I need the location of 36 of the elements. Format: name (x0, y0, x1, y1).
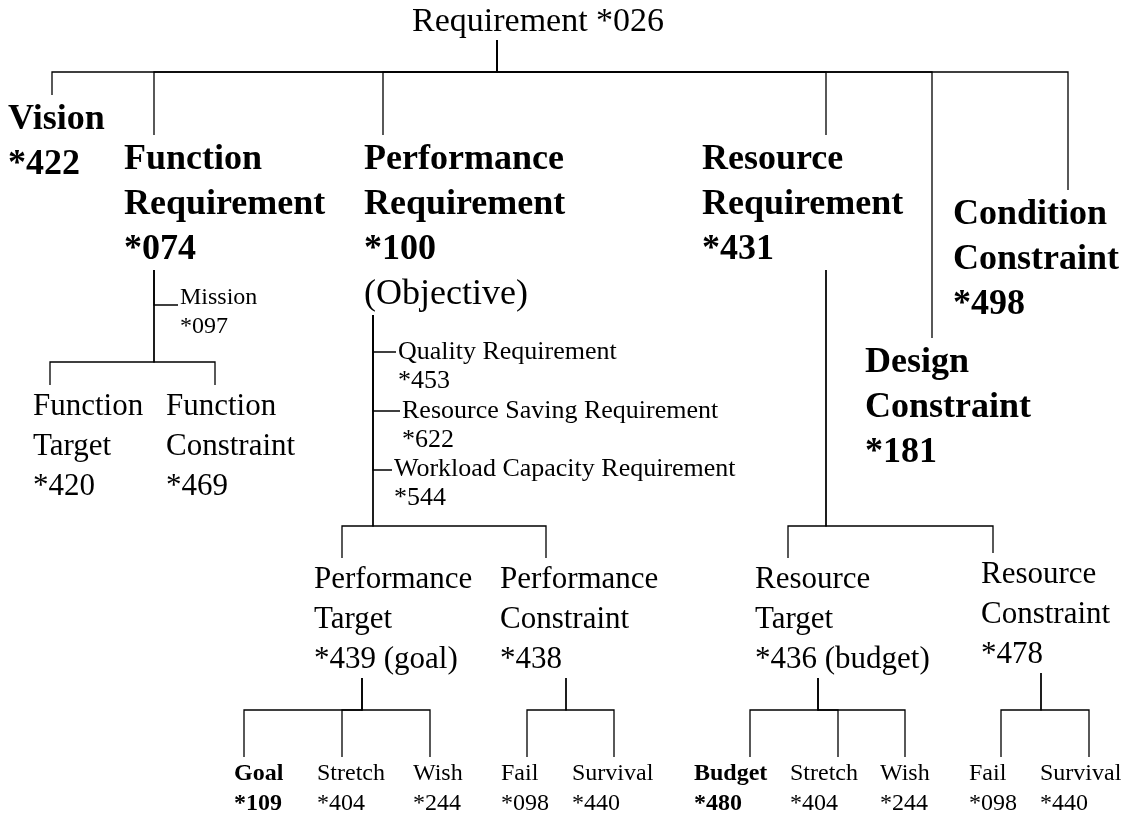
node-label: Resource Requirement *431 (702, 136, 904, 269)
node-label: Design Constraint *181 (865, 339, 1031, 472)
node-note: (Objective) (364, 271, 528, 314)
node-label: Quality Requirement *453 (398, 336, 617, 394)
connector-line (153, 269, 216, 386)
node-label: Function Constraint *469 (166, 386, 296, 504)
node-label: Resource Constraint *478 (981, 554, 1111, 672)
node-label: Fail *098 (969, 758, 1017, 817)
node-label: Function Target *420 (33, 386, 144, 504)
connector-line (565, 677, 615, 758)
connector-line (1040, 672, 1090, 758)
node-label: Resource Saving Requirement *622 (402, 395, 719, 453)
connector-line (496, 39, 1069, 191)
node-label: Performance Constraint *438 (500, 559, 659, 677)
node-label: Function Requirement *074 (124, 136, 326, 269)
node-label: Performance Requirement *100 (364, 136, 566, 269)
node-label: Wish *244 (880, 758, 930, 817)
connector-line (372, 314, 547, 559)
node-label: Mission *097 (180, 282, 258, 340)
connector-line (817, 677, 906, 758)
node-label: Fail *098 (501, 758, 549, 817)
node-label: Goal *109 (234, 758, 284, 817)
node-label: Survival *440 (572, 758, 654, 817)
node-label: Resource Target *436 (budget) (755, 559, 930, 677)
node-label: Budget *480 (694, 758, 768, 817)
node-label: Condition Constraint *498 (953, 191, 1119, 324)
node-label: Stretch *404 (790, 758, 858, 817)
connector-line (825, 269, 994, 554)
node-label: Requirement *026 (412, 0, 665, 40)
node-label: Survival *440 (1040, 758, 1122, 817)
node-label: Vision *422 (8, 96, 105, 184)
node-label: Workload Capacity Requirement *544 (394, 453, 736, 511)
node-label: Performance Target *439 (goal) (314, 559, 473, 677)
node-label: Stretch *404 (317, 758, 385, 817)
connector-line (361, 677, 431, 758)
node-label: Wish *244 (413, 758, 463, 817)
